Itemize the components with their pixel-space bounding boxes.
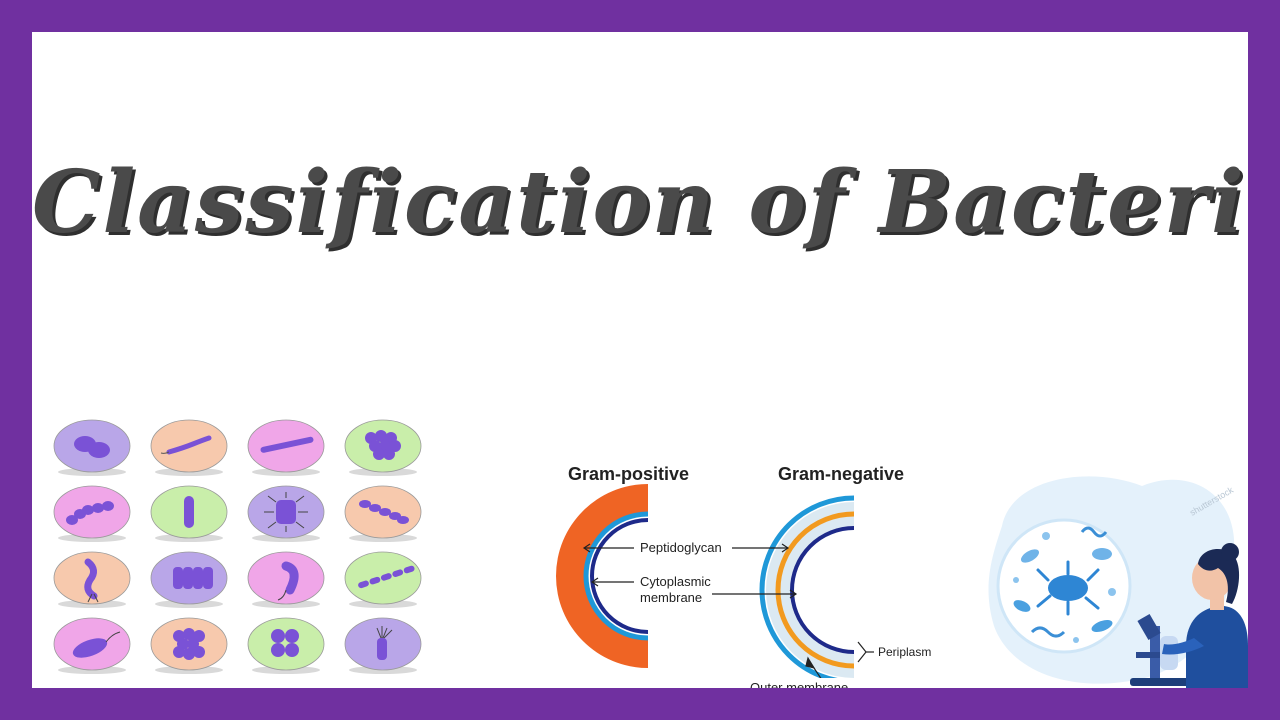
gram-positive-inner-membrane [590, 518, 649, 634]
slide-card: Classification of Bacteria [32, 32, 1248, 688]
peptidoglycan-label: Peptidoglycan [640, 540, 722, 555]
bacteria-cell-long-rod [246, 418, 326, 476]
bacteria-cell-tetrad [246, 616, 326, 674]
bacteria-cell-diplococcus [52, 418, 132, 476]
annotation-arrows [582, 543, 874, 681]
gram-wall-diagram: Gram-positive Gram-negative Peptidoglyca… [522, 428, 931, 688]
bacteria-cell-single-rod [149, 484, 229, 542]
bacteria-cell-palisade [149, 550, 229, 608]
bacteria-cell-vibrio-flagellate [52, 550, 132, 608]
outer-membrane-label: Outer membrane [750, 680, 849, 688]
scientist-svg: shutterstock [988, 476, 1248, 688]
page-title: Classification of Bacteria [32, 152, 1248, 253]
scientist-figure [1162, 543, 1248, 688]
bacteria-shapes-grid [52, 418, 432, 680]
bacteria-cell-lophotrichous-rod [343, 616, 423, 674]
gram-positive-peptidoglycan [556, 484, 648, 668]
bacteria-cell-peritrichous-rod [246, 484, 326, 542]
bacteria-cell-staphylococcus [343, 418, 423, 476]
microbes-icon [1013, 526, 1116, 643]
bacteria-cell-streptococcus [52, 484, 132, 542]
cytoplasmic-label-line2: membrane [640, 590, 703, 605]
bacteria-cell-comma [246, 550, 326, 608]
periplasm-label: Periplasm [878, 645, 932, 659]
gram-negative-outer-membrane [759, 495, 855, 685]
bacteria-cell-chain-bacilli [343, 550, 423, 608]
scientist-illustration: shutterstock [972, 456, 1248, 688]
gram-positive-membrane [583, 511, 649, 641]
bacteria-cell-spirillum-thin [149, 418, 229, 476]
gram-negative-inner-membrane [790, 526, 855, 654]
gram-negative-label: Gram-negative [778, 464, 905, 484]
cytoplasmic-label-line1: Cytoplasmic [640, 574, 711, 589]
gram-wall-svg [556, 484, 874, 685]
bacteria-cell-sarcina-cluster [149, 616, 229, 674]
bacteria-cell-monotrichous-rod [52, 616, 132, 674]
gram-negative-peptidoglycan [775, 511, 855, 669]
gram-positive-label: Gram-positive [568, 464, 690, 484]
gram-negative-periplasm-fill [766, 502, 854, 678]
bacteria-cell-streptobacillus [343, 484, 423, 542]
